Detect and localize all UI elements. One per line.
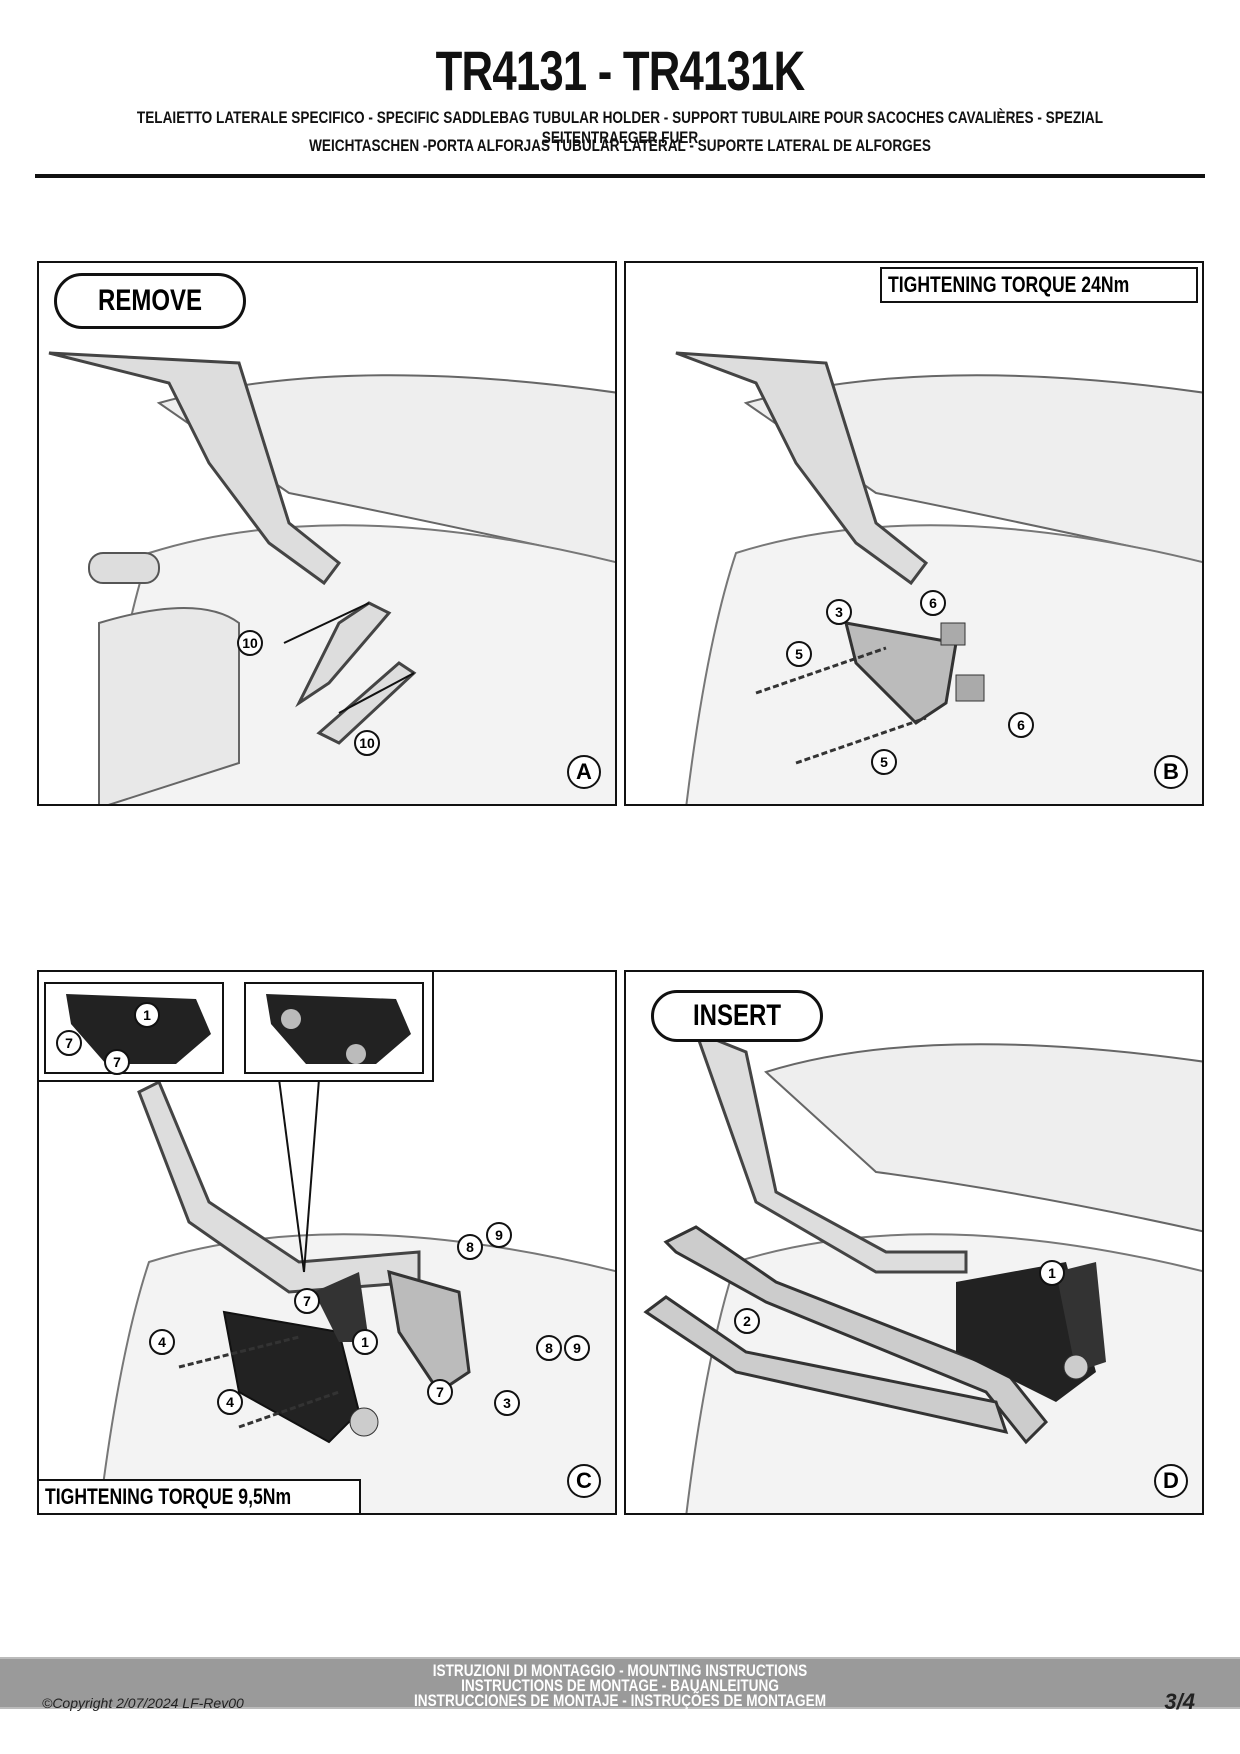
step-b-panel: TIGHTENING TORQUE 24Nm 3 6 5 6 5 B	[624, 261, 1204, 806]
step-letter: B	[1154, 755, 1188, 789]
footer-instructions: ISTRUZIONI DI MONTAGGIO - MOUNTING INSTR…	[0, 1661, 1240, 1710]
callout-7: 7	[56, 1030, 82, 1056]
callout-8: 8	[536, 1335, 562, 1361]
detail-inset: 1 7 7	[39, 972, 434, 1082]
callout-6: 6	[920, 590, 946, 616]
callout-8: 8	[457, 1234, 483, 1260]
motorcycle-illustration-c	[98, 1078, 615, 1513]
subtitle-line-2: WEICHTASCHEN -PORTA ALFORJAS TUBULAR LAT…	[309, 136, 931, 155]
callout-1: 1	[352, 1329, 378, 1355]
copyright: ©Copyright 2/07/2024 LF-Rev00	[42, 1695, 244, 1711]
header-divider	[35, 174, 1205, 178]
step-letter: D	[1154, 1464, 1188, 1498]
step-d-panel: INSERT 1 2 D	[624, 970, 1204, 1515]
callout-3: 3	[826, 599, 852, 625]
inset-before	[44, 982, 224, 1074]
callout-1: 1	[1039, 1260, 1065, 1286]
footer-bar: ISTRUZIONI DI MONTAGGIO - MOUNTING INSTR…	[0, 1657, 1240, 1714]
callout-1: 1	[134, 1002, 160, 1028]
callout-3: 3	[494, 1390, 520, 1416]
callout-5: 5	[786, 641, 812, 667]
footer-line-1: ISTRUZIONI DI MONTAGGIO - MOUNTING INSTR…	[432, 1661, 808, 1680]
step-c-panel: 1 7 7 8 9 7 1 4 4 7 8 9 3 TIGHTENING TOR…	[37, 970, 617, 1515]
motorcycle-illustration-a	[48, 351, 615, 804]
torque-label: TIGHTENING TORQUE 9,5Nm	[39, 1479, 361, 1513]
callout-10: 10	[354, 730, 380, 756]
subtitle-line-1: TELAIETTO LATERALE SPECIFICO - SPECIFIC …	[136, 108, 1104, 147]
page-title: TR4131 - TR4131K	[435, 39, 805, 102]
callout-6: 6	[1008, 712, 1034, 738]
callout-9: 9	[564, 1335, 590, 1361]
torque-label: TIGHTENING TORQUE 24Nm	[880, 267, 1198, 303]
step-letter: A	[567, 755, 601, 789]
callout-7: 7	[427, 1379, 453, 1405]
motorcycle-illustration-d	[643, 1029, 1202, 1513]
step-letter: C	[567, 1464, 601, 1498]
motorcycle-illustration-b	[675, 351, 1202, 804]
callout-7: 7	[104, 1049, 130, 1075]
callout-10: 10	[237, 630, 263, 656]
footer-line-3: INSTRUCCIONES DE MONTAJE - INSTRUÇÕES DE…	[413, 1691, 827, 1710]
callout-7: 7	[294, 1288, 320, 1314]
page-number: 3/4	[1164, 1689, 1195, 1714]
inset-after	[244, 982, 424, 1074]
callout-9: 9	[486, 1222, 512, 1248]
footer-line-2: INSTRUCTIONS DE MONTAGE - BAUANLEITUNG	[461, 1676, 779, 1695]
callout-4: 4	[149, 1329, 175, 1355]
callout-5: 5	[871, 749, 897, 775]
step-a-panel: REMOVE 10 10 A	[37, 261, 617, 806]
callout-2: 2	[734, 1308, 760, 1334]
insert-label: INSERT	[651, 990, 823, 1042]
callout-4: 4	[217, 1389, 243, 1415]
remove-label: REMOVE	[54, 273, 246, 329]
